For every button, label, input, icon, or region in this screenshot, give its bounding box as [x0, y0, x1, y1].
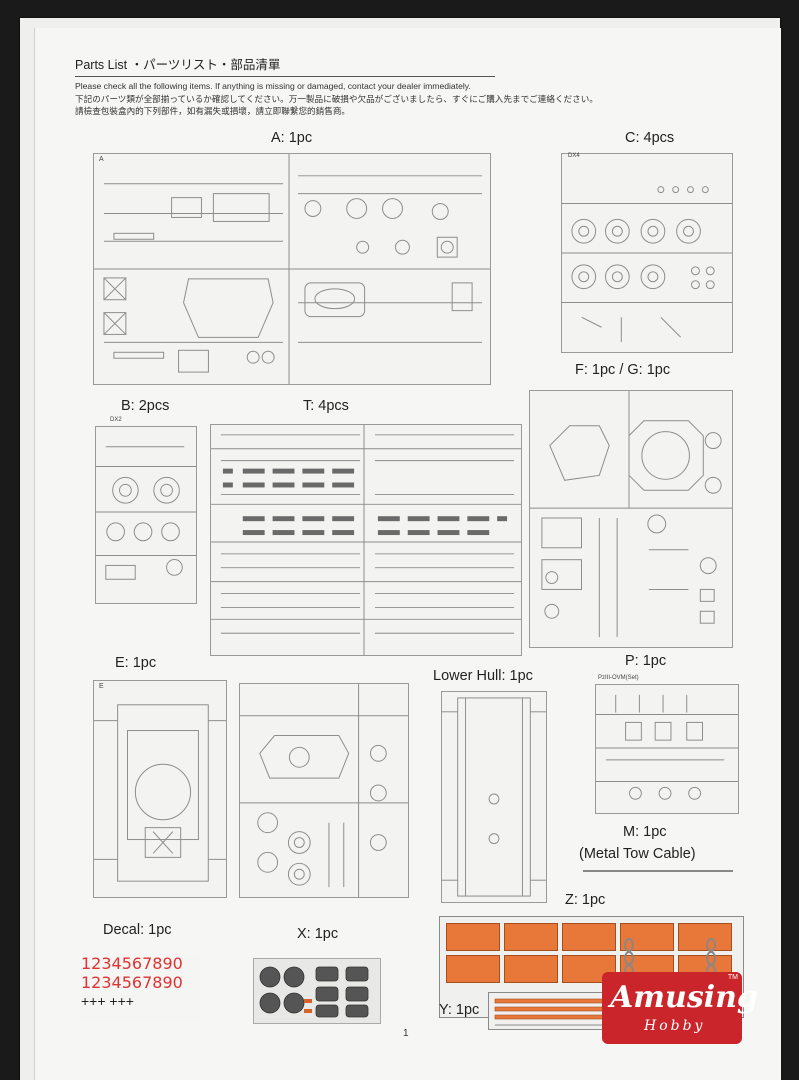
sprue-x: [253, 958, 381, 1024]
title-underline: [75, 76, 495, 77]
decal-crosses-row: +++ +++: [81, 993, 134, 1009]
lower-hull-drawing: [442, 697, 546, 897]
z-panel: [504, 955, 558, 983]
sprue-fg: [529, 390, 733, 648]
logo-badge: Amusing Hobby TM: [602, 972, 758, 1044]
label-sprue-fg: F: 1pc / G: 1pc: [575, 362, 671, 378]
logo-wordmark: Amusing: [610, 980, 758, 1015]
logo-trademark: TM: [727, 974, 738, 981]
sprue-b-drawing: [96, 446, 196, 580]
sprue-p-tag: PzIII-OVM(Set): [598, 675, 639, 681]
instruction-page: Parts List ・パーツリスト・部品清單 Please check all…: [34, 28, 781, 1080]
instruction-japanese: 下記のパーツ類が全部揃っているか確認してください。万一製品に破損や欠品がございま…: [75, 94, 598, 104]
label-sprue-c: C: 4pcs: [625, 130, 675, 146]
label-metal-cable-sub: (Metal Tow Cable): [579, 846, 696, 862]
label-metal-cable: M: 1pc: [623, 824, 667, 840]
sprue-a: A: [93, 153, 491, 385]
label-lower-hull: Lower Hull: 1pc: [433, 668, 533, 684]
label-sprue-e: E: 1pc: [115, 655, 157, 671]
logo-subtitle: Hobby: [644, 1018, 706, 1034]
sprue-b-tag: DX2: [110, 417, 122, 423]
decal-numbers-row1: 1234567890: [81, 954, 183, 973]
label-sprue-z: Z: 1pc: [565, 892, 606, 908]
sprue-a-tag: A: [99, 156, 104, 163]
z-panel: [562, 923, 616, 951]
sprue-unlabelled: [239, 683, 409, 898]
sprue-t: [210, 424, 522, 656]
sprue-fg-drawing: [530, 391, 732, 638]
page-number: 1: [403, 1028, 409, 1039]
label-sprue-p: P: 1pc: [625, 653, 667, 669]
sprue-e-drawing: [94, 704, 226, 882]
sprue-e: E: [93, 680, 227, 898]
sprue-c-tag: DX4: [568, 153, 580, 159]
sprue-a-drawing: [94, 154, 490, 384]
parts-list-title: Parts List ・パーツリスト・部品清單: [75, 58, 281, 72]
sprue-x-drawing: [259, 966, 369, 1018]
lower-hull: [441, 691, 547, 903]
decal-sheet: 1234567890 1234567890 +++ +++: [81, 954, 201, 1020]
label-sprue-t: T: 4pcs: [303, 398, 349, 414]
label-decal: Decal: 1pc: [103, 922, 172, 938]
z-panel: [620, 923, 674, 951]
label-sprue-a: A: 1pc: [271, 130, 313, 146]
sprue-t-drawing: [211, 425, 521, 655]
label-sprue-y: Y: 1pc: [439, 1002, 480, 1018]
metal-tow-cable: [583, 870, 733, 872]
sprue-p: PzIII-OVM(Set): [595, 675, 739, 814]
amusing-hobby-logo: Amusing Hobby TM: [600, 938, 758, 1048]
label-sprue-x: X: 1pc: [297, 926, 339, 942]
instruction-chinese: 請檢查包裝盒內的下列部件，如有漏失或損壞，請立即聯繫您的銷售商。: [75, 106, 351, 116]
z-panel: [446, 923, 500, 951]
instruction-english: Please check all the following items. If…: [75, 81, 471, 91]
z-panel: [678, 923, 732, 951]
label-sprue-b: B: 2pcs: [121, 398, 170, 414]
sprue-b: DX2: [95, 417, 197, 604]
z-panel: [504, 923, 558, 951]
sprue-p-drawing: [596, 694, 738, 800]
sprue-c: DX4: [561, 153, 733, 353]
sprue-e-tag: E: [99, 683, 104, 690]
sprue-unlabelled-drawing: [240, 684, 408, 897]
sprue-c-drawing: [562, 186, 732, 343]
decal-numbers-row2: 1234567890: [81, 973, 183, 992]
z-panel: [446, 955, 500, 983]
